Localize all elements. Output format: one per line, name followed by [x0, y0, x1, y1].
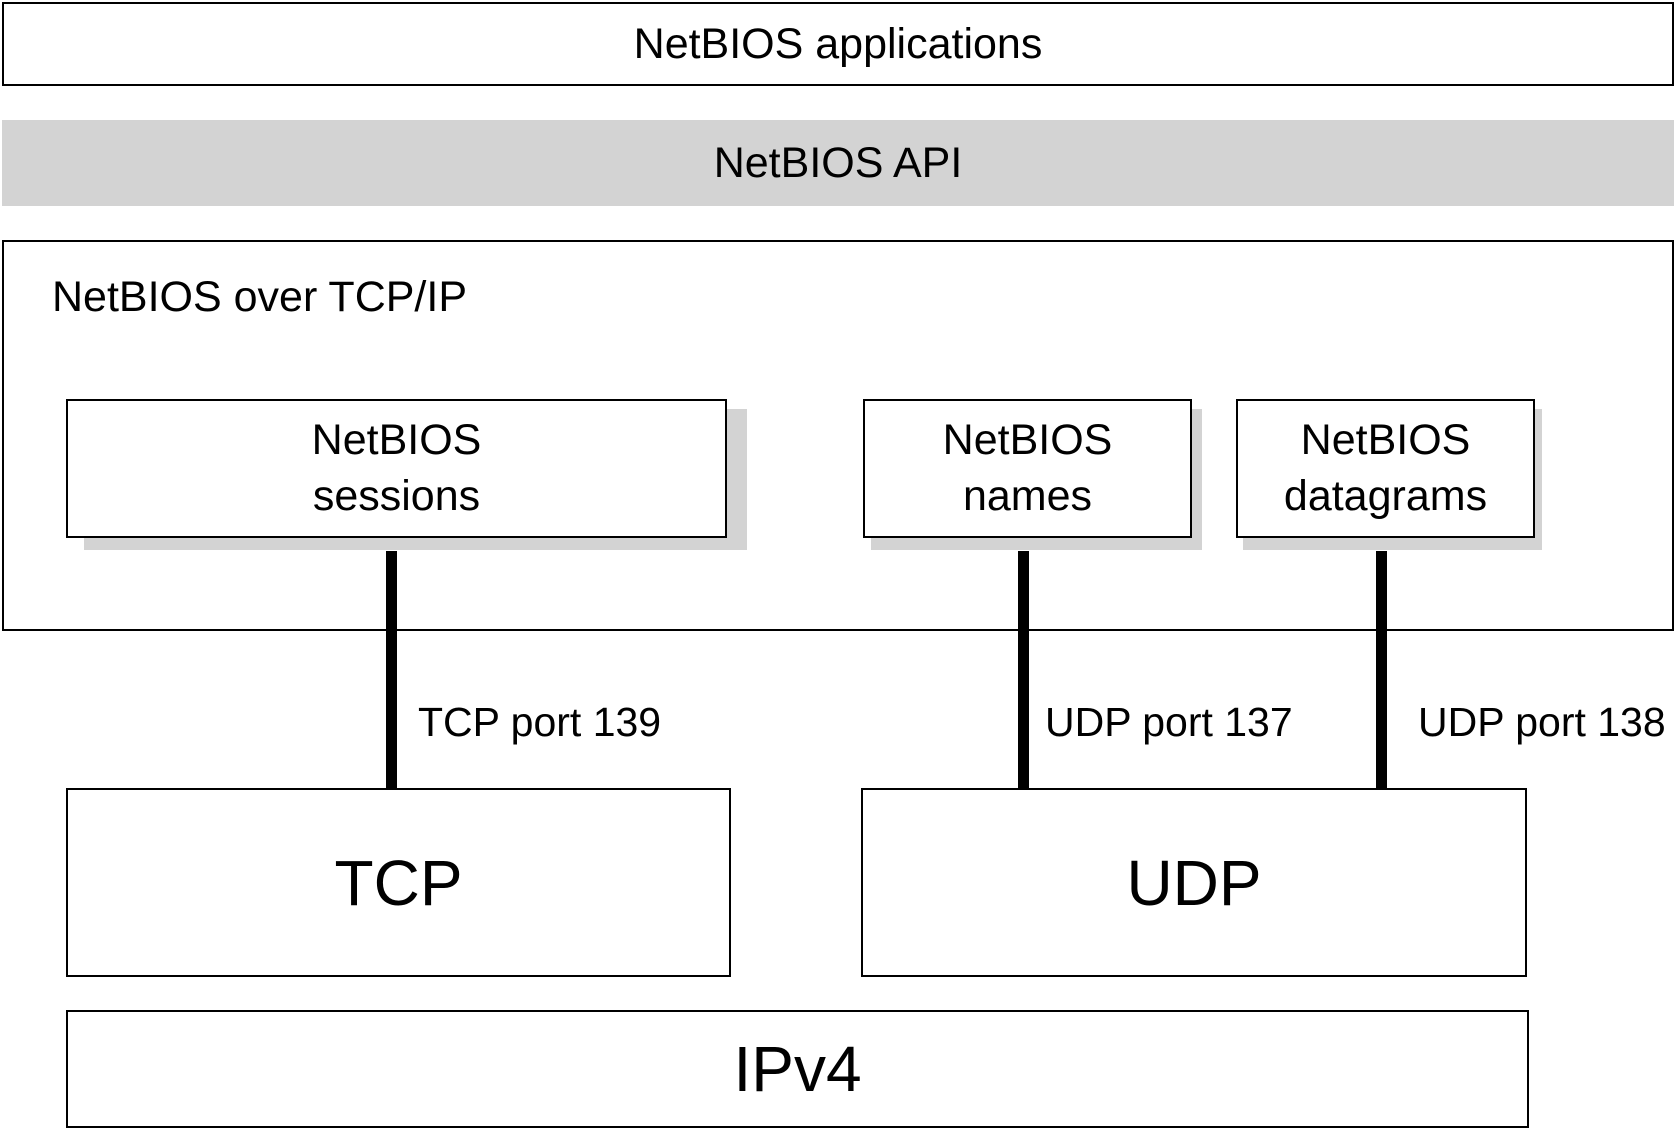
udp-138-connector: [1376, 551, 1387, 789]
netbios-api-layer: NetBIOS API: [2, 120, 1674, 206]
tcp-port-139-label: TCP port 139: [418, 699, 662, 745]
netbios-datagrams-line2: datagrams: [1283, 471, 1488, 520]
udp-port-137-label: UDP port 137: [1045, 699, 1293, 745]
ipv4-label: IPv4: [733, 1033, 862, 1105]
udp-box: UDP: [861, 788, 1527, 977]
netbios-datagrams-line1: NetBIOS: [1300, 415, 1471, 464]
netbios-applications-layer: NetBIOS applications: [2, 2, 1674, 86]
netbios-sessions-line2: sessions: [312, 471, 481, 520]
netbios-names-line1: NetBIOS: [942, 415, 1113, 464]
netbios-names-box: NetBIOS names: [863, 399, 1192, 538]
udp-port-138-label: UDP port 138: [1418, 699, 1666, 745]
tcp-139-connector: [386, 551, 397, 789]
tcp-box: TCP: [66, 788, 731, 977]
ipv4-box: IPv4: [66, 1010, 1529, 1128]
netbios-datagrams-box: NetBIOS datagrams: [1236, 399, 1535, 538]
udp-label: UDP: [1126, 846, 1262, 919]
netbios-api-label: NetBIOS API: [713, 138, 963, 187]
netbios-sessions-line1: NetBIOS: [311, 415, 482, 464]
udp-137-connector: [1018, 551, 1029, 789]
netbios-sessions-box: NetBIOS sessions: [66, 399, 727, 538]
tcp-label: TCP: [334, 846, 463, 919]
netbios-applications-label: NetBIOS applications: [633, 19, 1043, 68]
netbios-names-line2: names: [962, 471, 1093, 520]
netbios-over-tcpip-title: NetBIOS over TCP/IP: [52, 273, 468, 321]
